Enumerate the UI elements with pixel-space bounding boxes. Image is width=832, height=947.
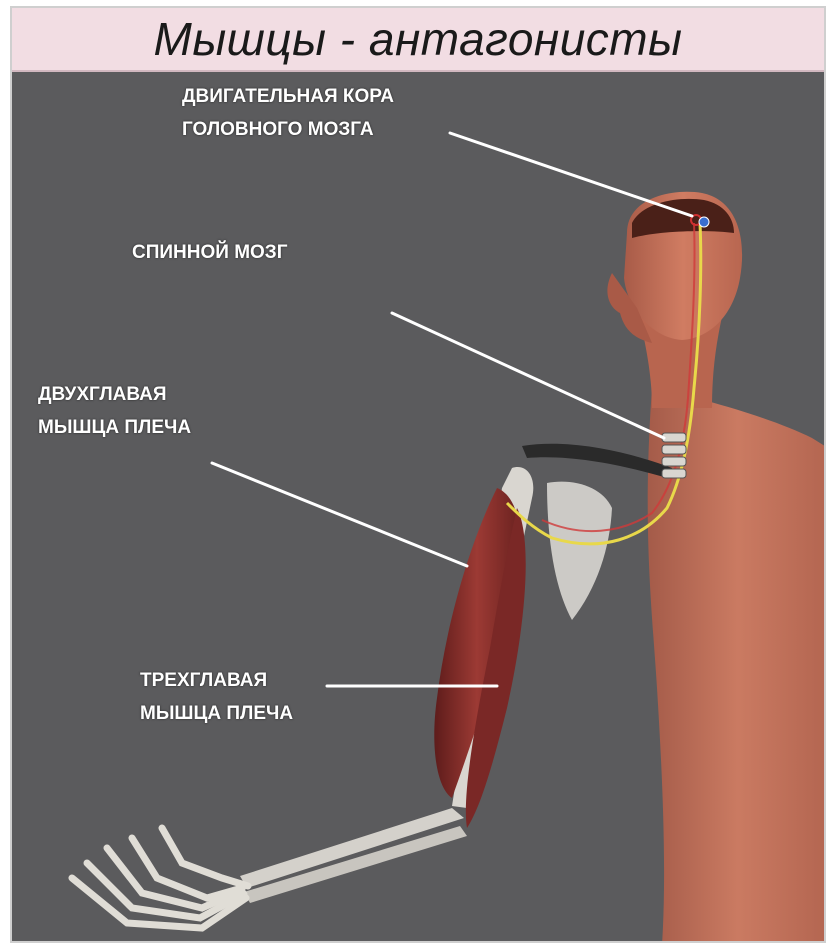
label-motor-cortex: ДВИГАТЕЛЬНАЯ КОРА ГОЛОВНОГО МОЗГА — [182, 80, 394, 146]
label-triceps-line2: МЫШЦА ПЛЕЧА — [140, 697, 293, 730]
label-biceps-line1: ДВУХГЛАВАЯ — [38, 378, 191, 411]
callout-line-biceps — [212, 463, 467, 566]
label-spinal-cord: СПИННОЙ МОЗГ — [132, 236, 287, 269]
callout-line-motor-cortex — [450, 133, 692, 216]
label-triceps-line1: ТРЕХГЛАВАЯ — [140, 664, 293, 697]
callout-line-spinal-cord — [392, 313, 664, 438]
anatomy-illustration — [12, 8, 826, 943]
label-biceps-line2: МЫШЦА ПЛЕЧА — [38, 411, 191, 444]
label-triceps: ТРЕХГЛАВАЯ МЫШЦА ПЛЕЧА — [140, 664, 293, 730]
hand-skeleton — [72, 828, 248, 928]
label-motor-cortex-line1: ДВИГАТЕЛЬНАЯ КОРА — [182, 80, 394, 113]
cortex-marker-blue — [699, 217, 709, 227]
label-spinal-cord-text: СПИННОЙ МОЗГ — [132, 236, 287, 269]
diagram-frame: Мышцы - антагонисты — [10, 6, 826, 943]
radius-bone — [240, 808, 464, 888]
label-biceps: ДВУХГЛАВАЯ МЫШЦА ПЛЕЧА — [38, 378, 191, 444]
label-motor-cortex-line2: ГОЛОВНОГО МОЗГА — [182, 113, 394, 146]
scapula — [547, 482, 612, 620]
